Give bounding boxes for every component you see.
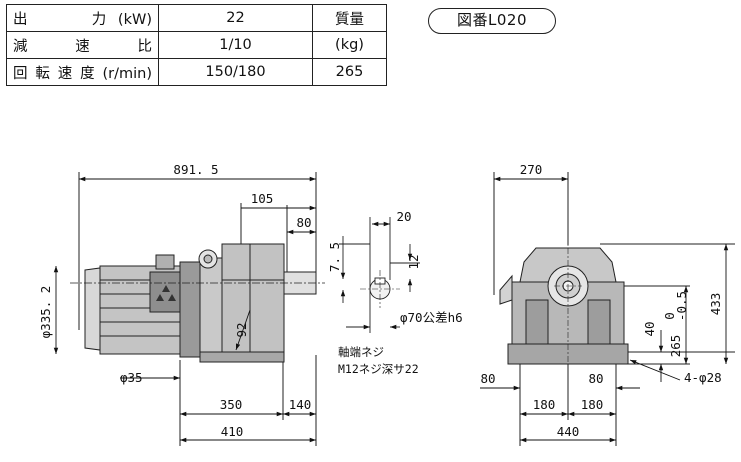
side-view (70, 172, 325, 446)
shaft-length-dim: 80 (296, 215, 311, 230)
ratio-label: 減 速 比 (6, 31, 159, 59)
output-label: 出 力(kW) (6, 4, 159, 32)
spec-table: 出 力(kW) 22 質量 減 速 比 1/10 (kg) 回転速度(r/min… (6, 4, 387, 86)
tolerance-upper-dim: 0 (662, 312, 677, 320)
motor-body (84, 254, 201, 358)
shaft-diameter-dim: φ70公差h6 (400, 310, 463, 325)
shaft-to-flange-dim: 105 (251, 191, 274, 206)
mass-unit: (kg) (312, 31, 387, 59)
key-depth-dim: 7. 5 (327, 242, 342, 272)
base-length-dim: 410 (221, 424, 244, 439)
drawing-number-badge: 図番L020 (428, 8, 556, 34)
speed-value: 150/180 (158, 58, 313, 86)
center-height-dim: 92 (234, 322, 249, 337)
speed-label: 回転速度(r/min) (6, 58, 159, 86)
total-height-dim: 433 (708, 293, 723, 316)
mitsubishi-logo-icon (156, 285, 176, 301)
spec-row-output: 出 力(kW) 22 質量 (6, 4, 387, 32)
half-span-right-dim: 180 (581, 397, 604, 412)
mass-value: 265 (312, 58, 387, 86)
shaft-thread-note-2: M12ネジ深サ22 (338, 362, 419, 376)
foot-right-dim: 80 (588, 371, 603, 386)
spec-row-speed: 回転速度(r/min) 150/180 265 (6, 58, 387, 86)
overall-length-dim: 891. 5 (173, 162, 218, 177)
base-height-dim: 40 (642, 321, 657, 336)
key-height-dim: 12 (406, 254, 421, 269)
tolerance-lower-dim: -0.5 (674, 291, 689, 321)
end-view (493, 172, 735, 446)
shaft-thread-note-1: 軸端ネジ (338, 345, 384, 359)
total-width-dim: 440 (557, 424, 580, 439)
spec-row-ratio: 減 速 比 1/10 (kg) (6, 31, 387, 59)
foot-to-end-dim: 140 (289, 397, 312, 412)
motor-diameter-dim: φ335. 2 (38, 286, 53, 339)
foot-bolt-dim: φ35 (120, 370, 143, 385)
shaft-detail (339, 217, 420, 333)
half-span-left-dim: 180 (533, 397, 556, 412)
keyway-width-dim: 20 (396, 209, 411, 224)
mount-holes-dim: 4-φ28 (684, 370, 722, 385)
gearbox-body (198, 243, 317, 363)
foot-span-dim: 350 (220, 397, 243, 412)
shaft-height-dim: 265 (668, 335, 683, 358)
end-width-top-dim: 270 (520, 162, 543, 177)
mass-label: 質量 (312, 4, 387, 32)
foot-left-dim: 80 (480, 371, 495, 386)
